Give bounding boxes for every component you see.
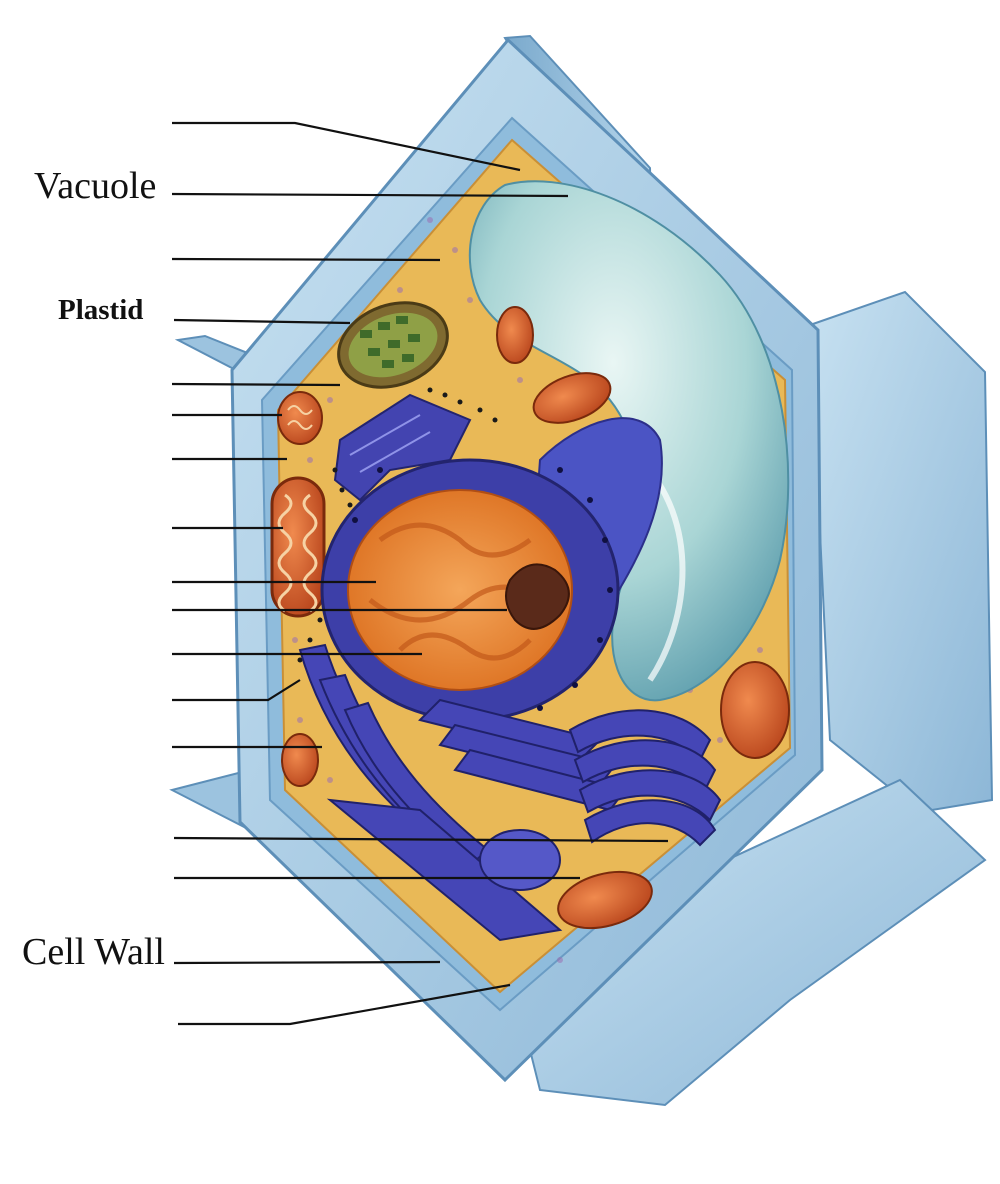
leader-line-vacuole (171, 192, 569, 198)
ribosome-dots (297, 387, 498, 663)
label-plastid: Plastid (58, 294, 144, 326)
mitochondrion-right (720, 661, 790, 759)
label-cell-wall: Cell Wall (22, 931, 165, 973)
nucleolus (505, 563, 570, 630)
leader-line-cell-wall (173, 960, 441, 965)
chloroplast (337, 301, 449, 389)
cytoplasm-texture (292, 217, 763, 963)
mitochondrion-bottom (557, 870, 653, 930)
leader-line-12 (172, 679, 301, 702)
leader-line-5 (171, 382, 341, 387)
leader-line-plastid (173, 318, 351, 325)
leader-line-1 (172, 121, 521, 172)
golgi-er-stacks (298, 643, 722, 942)
rough-er-top (333, 393, 472, 502)
label-vacuole: Vacuole (34, 165, 157, 207)
leader-lines (171, 121, 669, 1026)
mitochondrion-small (277, 391, 323, 445)
leader-line-14 (173, 836, 669, 843)
mitochondrion-top-small (496, 306, 534, 364)
mitochondrion-left-low (281, 733, 319, 787)
leader-line-17 (178, 983, 511, 1026)
nucleus (320, 458, 620, 722)
mitochondrion-large (270, 476, 326, 618)
leader-line-3 (171, 257, 441, 262)
mitochondrion-upper (532, 372, 612, 424)
